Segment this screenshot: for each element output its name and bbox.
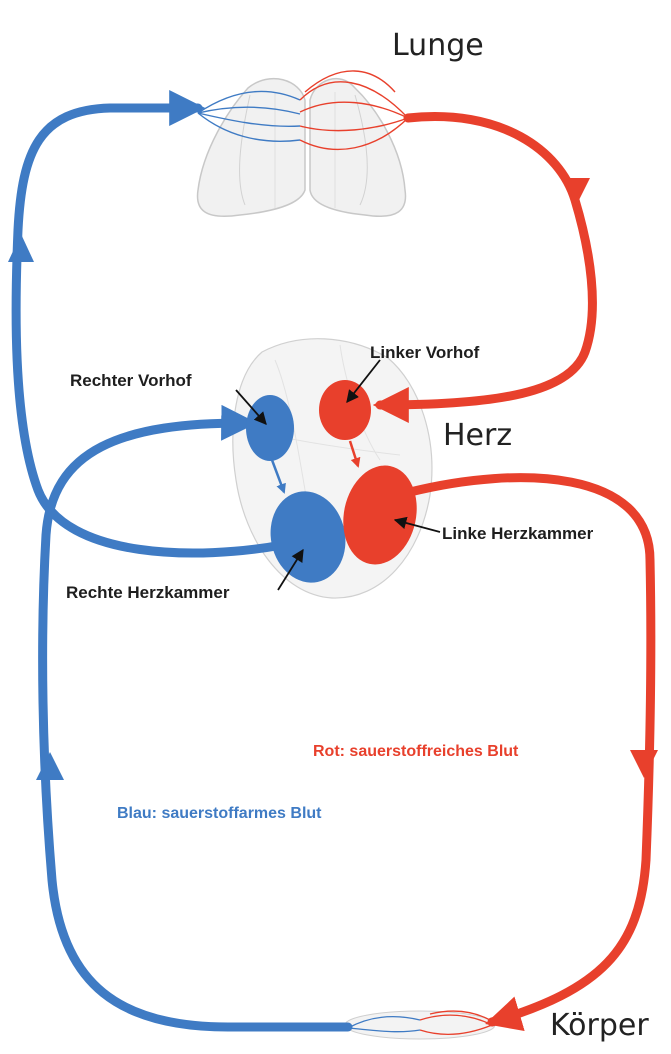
blue-arrowhead-left-up — [8, 234, 34, 262]
red-arrowhead-upper-down — [562, 178, 590, 206]
label-rechte-herzkammer: Rechte Herzkammer — [66, 583, 230, 602]
label-lunge: Lunge — [392, 28, 484, 63]
label-koerper: Körper — [550, 1008, 649, 1043]
legend-blue: Blau: sauerstoffarmes Blut — [117, 805, 322, 822]
label-rechter-vorhof: Rechter Vorhof — [70, 371, 192, 390]
right-atrium — [246, 395, 294, 461]
red-arrowhead-lower-down — [630, 750, 658, 778]
label-herz: Herz — [443, 418, 512, 453]
body-capillaries — [345, 1011, 495, 1039]
label-linke-herzkammer: Linke Herzkammer — [442, 524, 594, 543]
legend-red: Rot: sauerstoffreiches Blut — [313, 743, 519, 760]
left-atrium — [319, 380, 371, 440]
label-linker-vorhof: Linker Vorhof — [370, 343, 480, 362]
lung-illustration — [197, 71, 408, 216]
